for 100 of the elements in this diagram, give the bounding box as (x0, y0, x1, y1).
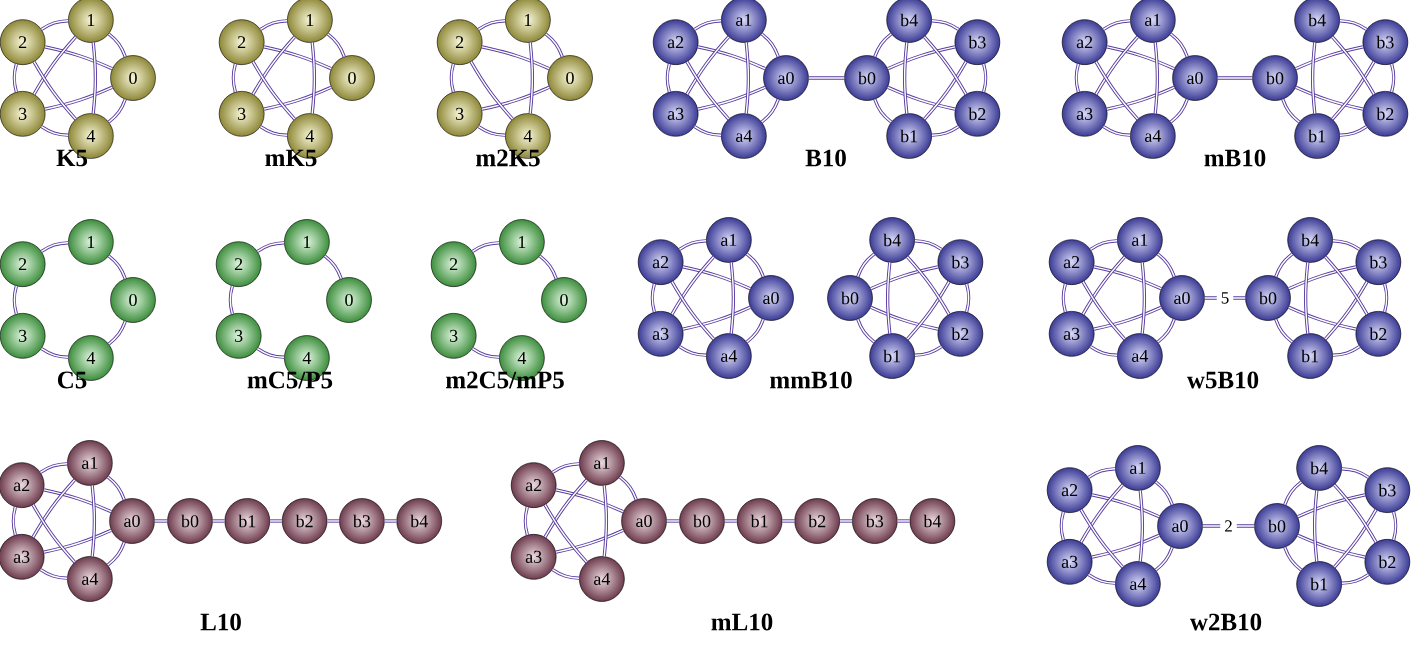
edge-line (666, 519, 680, 523)
edge-line (263, 45, 332, 71)
edge-line (931, 19, 960, 31)
graph-node: b1 (736, 498, 783, 544)
graph-node: 0 (110, 55, 156, 101)
graph-node: b1 (1294, 113, 1340, 159)
edge-line (481, 45, 550, 71)
edge-line (914, 239, 943, 251)
edge-line (326, 519, 340, 523)
graph-node: b3 (1362, 19, 1409, 65)
graph-node: b0 (1252, 55, 1298, 101)
graph-node: b0 (1245, 275, 1291, 321)
edge-line (1295, 85, 1364, 111)
graph-node: 1 (499, 219, 545, 265)
graph-node: a1 (706, 217, 752, 263)
graph-node: b4 (396, 498, 442, 544)
graph-node: b3 (954, 19, 1001, 65)
graph-node: a1 (1115, 445, 1161, 491)
edge-line (12, 63, 18, 93)
edge-line (678, 345, 707, 357)
edge-line (551, 462, 580, 474)
graph-node: 3 (218, 91, 265, 137)
edge-line (481, 85, 550, 111)
edge-line (477, 125, 506, 137)
graph-node: a4 (1115, 561, 1161, 607)
edge-line (544, 32, 564, 58)
edge-line (1288, 265, 1357, 291)
edge-line (538, 254, 558, 280)
graph-node: b1 (1296, 561, 1342, 607)
edge-line (1089, 239, 1118, 251)
edge-line (12, 285, 18, 315)
edge-line (1303, 261, 1310, 335)
edge-line (469, 61, 514, 121)
edge-line (670, 281, 715, 341)
edge-line (1061, 283, 1067, 313)
edge-line (902, 41, 909, 115)
graph-node: a3 (0, 534, 45, 580)
edge-line (781, 519, 796, 523)
edge-line (1106, 85, 1175, 111)
graph-node: a1 (1130, 0, 1176, 43)
graph-node: a2 (510, 462, 557, 508)
edge-line (1059, 511, 1065, 541)
edge-line (665, 63, 671, 93)
edge-line (1297, 493, 1366, 519)
graph-node: 1 (68, 0, 114, 43)
edge-line (1138, 489, 1145, 563)
graph-node: a2 (0, 462, 45, 508)
edge-line (1341, 467, 1370, 479)
graph-node: 0 (326, 277, 372, 323)
graph-node: 2 (0, 241, 46, 287)
graph-title: B10 (805, 149, 846, 167)
edge-line (724, 519, 738, 523)
graph-node: a2 (1046, 467, 1093, 513)
edge-line (1332, 345, 1361, 357)
edge-line (685, 61, 730, 121)
edge-line (1089, 345, 1118, 357)
graph-node: b0 (827, 275, 873, 321)
edge-line (729, 261, 736, 335)
edge-line (906, 281, 951, 341)
edge-line (1283, 480, 1303, 506)
graph-node: b3 (1355, 239, 1402, 285)
graph-node: 0 (547, 55, 593, 101)
edge-line (697, 85, 766, 111)
edge-line (251, 35, 296, 95)
edge-line (906, 255, 951, 315)
graph-node: b2 (281, 498, 328, 544)
edge-line (1324, 281, 1369, 341)
graph-node: a3 (1048, 311, 1095, 357)
edge-line (326, 32, 346, 58)
graph-title: mL10 (711, 613, 773, 631)
edge-line (107, 320, 127, 346)
edge-line (384, 519, 398, 523)
edge-line (212, 519, 226, 523)
graph-node: 3 (430, 313, 477, 359)
edge-line (1081, 255, 1126, 315)
graph-node: 0 (110, 277, 156, 323)
edge-line (760, 98, 780, 124)
graph-node: b4 (909, 498, 956, 544)
edge-line (555, 528, 624, 554)
edge-line (744, 41, 751, 115)
graph-node: a4 (1117, 333, 1163, 379)
edge-line (1094, 61, 1139, 121)
edge-line (670, 255, 715, 315)
edge-line (1312, 489, 1319, 563)
edge-line (31, 478, 76, 538)
edge-line (32, 61, 77, 121)
edge-line (923, 61, 968, 121)
edge-line (1297, 533, 1366, 559)
graph-node: a0 (748, 275, 794, 321)
edge-line (618, 475, 638, 501)
edge-line (1156, 318, 1176, 344)
edge-line (263, 85, 332, 111)
edge-line (523, 506, 529, 536)
edge-line (43, 488, 112, 514)
edge-line (269, 519, 283, 523)
graph-node: b3 (339, 498, 385, 544)
edge-line (1169, 98, 1189, 124)
edge-line (745, 318, 765, 344)
edge-line (885, 261, 892, 335)
edge-line (896, 519, 911, 523)
